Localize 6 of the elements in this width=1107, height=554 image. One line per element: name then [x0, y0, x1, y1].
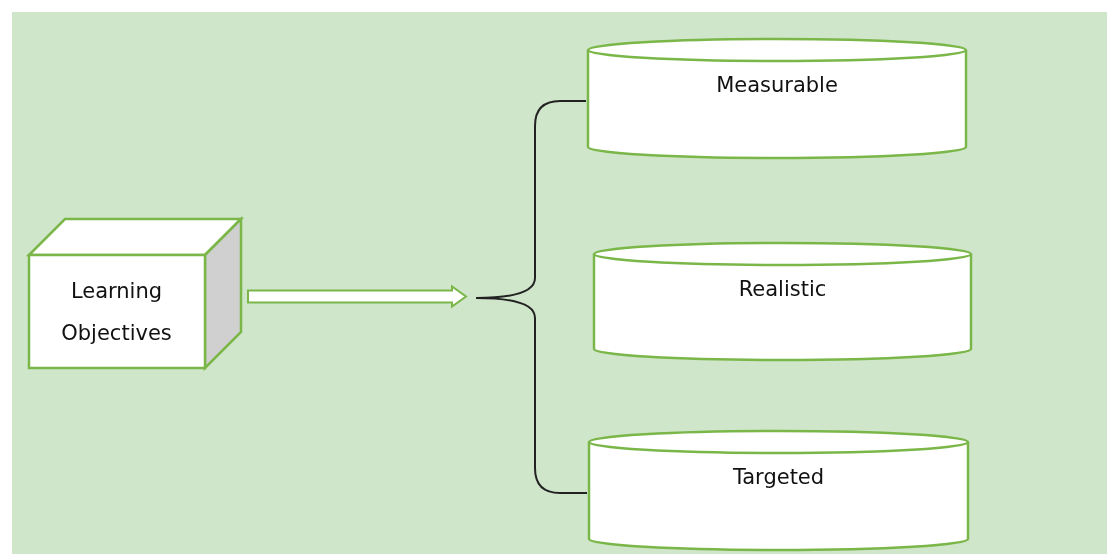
node-label: Realistic [738, 276, 827, 303]
bracket-line [475, 297, 588, 494]
node-label: Measurable [716, 72, 838, 99]
block-arrow [247, 284, 468, 309]
node-label: Learning Objectives [60, 278, 173, 347]
node-label: Targeted [732, 464, 825, 491]
